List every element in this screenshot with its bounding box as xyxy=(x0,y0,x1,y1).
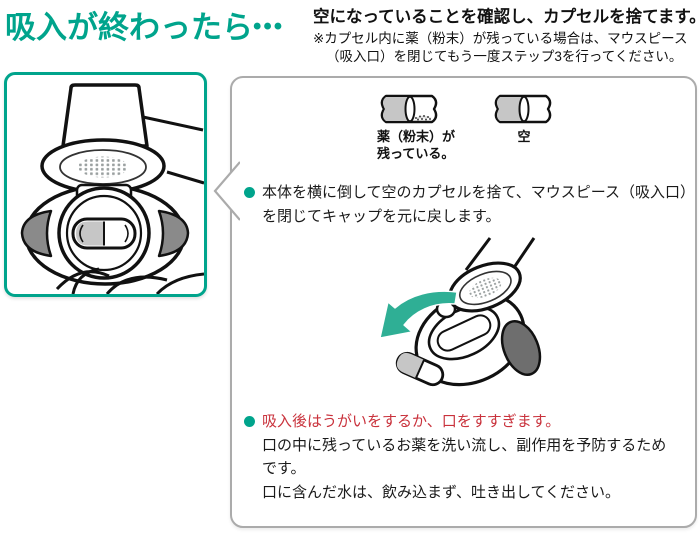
panel-pointer-left-icon xyxy=(213,161,240,221)
capsule-cap-in-slot xyxy=(76,221,104,246)
right-side-button xyxy=(157,209,190,258)
capsule-remaining-label: 薬（粉末）が 残っている。 xyxy=(377,129,456,161)
capsule-empty-label: 空 xyxy=(517,129,531,144)
inhaler-front-open-icon xyxy=(20,83,204,294)
discard-direction-arrow-icon xyxy=(379,290,458,339)
inhaler-tipped-discard-icon xyxy=(379,237,542,387)
powder-dots xyxy=(415,115,431,121)
page-title: 吸入が終わったら••• xyxy=(5,10,285,45)
capsule-empty-icon xyxy=(494,94,552,124)
falling-capsule xyxy=(395,351,445,387)
intro-lead-text: 空になっていることを確認し、カプセルを捨てます。 xyxy=(313,8,700,26)
intro-note-line1: ※カプセル内に薬（粉末）が残っている場合は、マウスピース xyxy=(313,31,688,46)
lid-mesh xyxy=(78,156,128,178)
step-discard-capsule: 本体を横に倒して空のカプセルを捨て、マウスピース（吸入口） を閉じてキャップを元… xyxy=(244,181,695,229)
step2-text: 吸入後はうがいをするか、口をすすぎます。 口の中に残っているお薬を洗い流し、副作… xyxy=(262,410,666,504)
title-dots: ••• xyxy=(253,13,285,40)
lid-mesh xyxy=(469,277,502,299)
bullet-icon xyxy=(244,187,255,198)
step-rinse-mouth: 吸入後はうがいをするか、口をすすぎます。 口の中に残っているお薬を洗い流し、副作… xyxy=(244,410,690,504)
capsule-with-powder-icon xyxy=(380,94,438,124)
bullet-icon xyxy=(244,416,255,427)
intro-note-line2: （吸入口）を閉じてもう一度ステップ3を行ってください。 xyxy=(326,49,683,64)
side-button-dark xyxy=(500,320,542,376)
left-side-button xyxy=(20,209,53,258)
intro-block: 空になっていることを確認し、カプセルを捨てます。 ※カプセル内に薬（粉末）が残っ… xyxy=(313,3,700,66)
device-panel xyxy=(4,72,207,297)
step1-text: 本体を横に倒して空のカプセルを捨て、マウスピース（吸入口） を閉じてキャップを元… xyxy=(262,184,696,225)
step2-highlight: 吸入後はうがいをするか、口をすすぎます。 xyxy=(262,413,561,430)
intro-note-text: ※カプセル内に薬（粉末）が残っている場合は、マウスピース （吸入口）を閉じてもう… xyxy=(313,30,699,66)
